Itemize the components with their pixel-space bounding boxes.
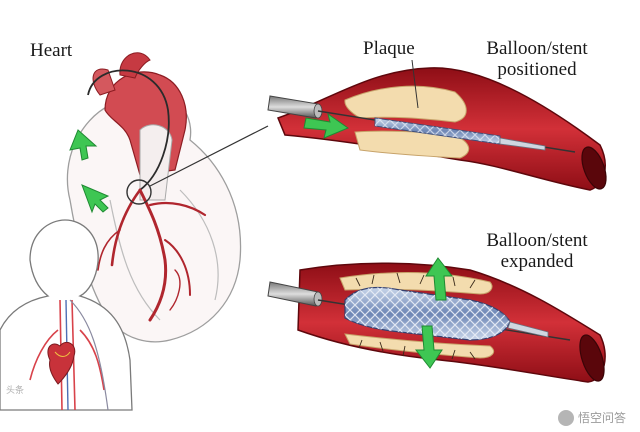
catheter-positioned (267, 95, 319, 119)
heart-arrow-2-icon (81, 184, 110, 214)
vessel-positioned (267, 59, 607, 191)
pulmonary-trunk (139, 124, 173, 201)
heart-chamber-lines (109, 189, 219, 321)
expansion-arrow-down-icon (414, 325, 443, 369)
aorta-top-vessel-2 (92, 68, 116, 96)
coronary-arteries (97, 188, 207, 322)
small-heart (47, 341, 76, 385)
heart-illustration (66, 52, 269, 343)
expansion-arrow-up-icon (425, 257, 454, 301)
corner-watermark: 头条 (6, 386, 25, 396)
plaque-fissures (355, 272, 476, 360)
pointer-line (149, 125, 269, 187)
plaque-bottom (354, 130, 470, 159)
magnifier-circle (126, 179, 152, 205)
stent-expanded (345, 287, 510, 340)
flow-arrow-positioned-icon (303, 112, 350, 139)
catheter-wire-body (69, 299, 109, 411)
watermark-text: 悟空问答 (577, 411, 626, 425)
body-illustration (0, 219, 133, 411)
plaque-leader-line (411, 59, 419, 109)
vessel-positioned-opening (581, 146, 607, 190)
catheter-expanded (267, 281, 319, 307)
watermark: 悟空问答 (557, 409, 626, 426)
heart-arrow-1-icon (69, 129, 98, 161)
catheter-wire-heart (87, 69, 170, 191)
vessel-expanded (267, 257, 606, 383)
aorta-top-vessel (119, 52, 151, 79)
label-heart: Heart (30, 40, 73, 61)
vessel-expanded-opening (579, 334, 605, 382)
label-plaque: Plaque (363, 38, 415, 59)
plaque-expanded-bottom (344, 333, 495, 359)
label-positioned-line1: Balloon/stent (486, 38, 588, 59)
label-balloon-positioned: Balloon/stent positioned (472, 38, 602, 80)
plaque-top (344, 85, 467, 123)
label-balloon-expanded: Balloon/stent expanded (472, 230, 602, 272)
label-positioned-line2: positioned (497, 59, 577, 80)
label-expanded-line1: Balloon/stent (486, 230, 588, 251)
watermark-logo-icon (557, 409, 574, 426)
label-expanded-line2: expanded (500, 251, 574, 272)
